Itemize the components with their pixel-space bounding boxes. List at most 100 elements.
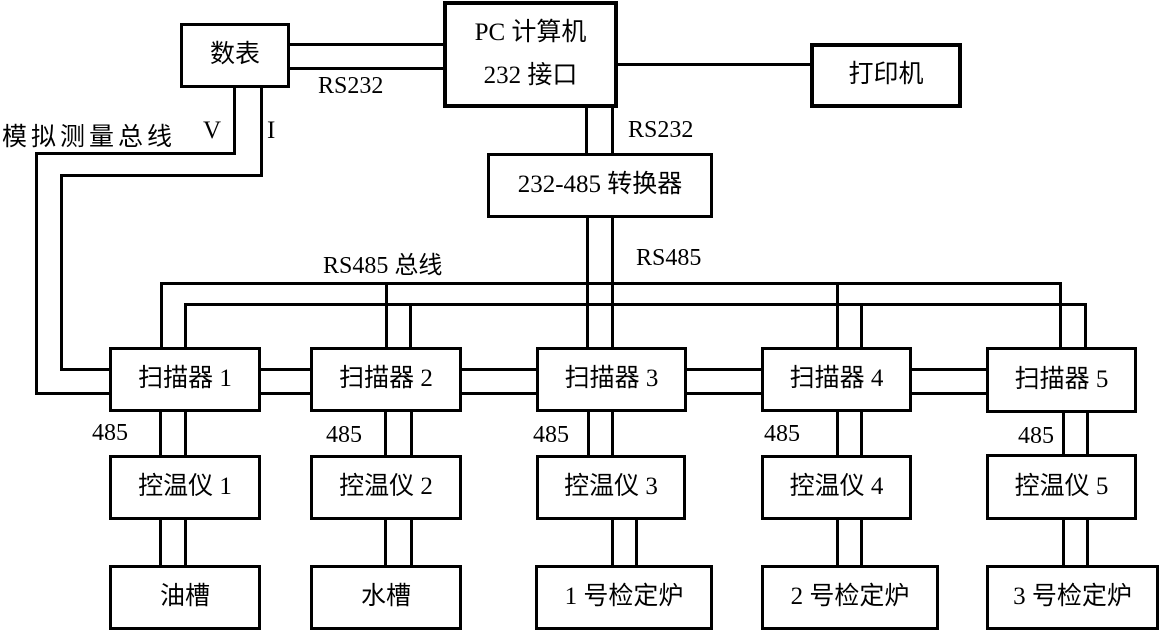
controller-5-box: 控温仪 5: [986, 454, 1137, 520]
scanner-5-label: 扫描器 5: [1014, 365, 1109, 393]
wire-s1-k1-left: [159, 412, 162, 455]
bus-drop-scanner5-right: [1084, 303, 1087, 348]
controller-5-label: 控温仪 5: [1014, 472, 1109, 500]
furnace-2-box: 2 号检定炉: [761, 565, 939, 630]
wire-k5-load-right: [1086, 520, 1089, 565]
controller-1-label: 控温仪 1: [138, 473, 232, 501]
port485-label-4: 485: [764, 421, 800, 447]
wire-k2-load-right: [410, 520, 413, 565]
rs485-label: RS485: [636, 245, 702, 271]
wire-s3-k3-right: [611, 412, 614, 455]
pc-label-line2: 232 接口: [483, 61, 578, 89]
wire-k1-load-left: [159, 520, 162, 565]
wire-pc-converter-right: [611, 108, 614, 153]
wire-s1-k1-right: [184, 412, 187, 455]
analog-i-vertical: [60, 174, 63, 371]
scanner-2-box: 扫描器 2: [310, 347, 462, 412]
bus-drop-scanner4-right: [860, 303, 863, 348]
chain-s1-s2-lower: [258, 392, 313, 395]
rs232-mid-label: RS232: [628, 117, 694, 143]
chain-s1-s2-upper: [258, 368, 313, 371]
analog-v-vertical: [35, 152, 38, 395]
wire-s4-k4-left: [836, 412, 839, 455]
rs485-bus-line-upper: [160, 282, 1062, 285]
meter-box: 数表: [180, 23, 290, 88]
wire-k1-load-right: [184, 520, 187, 565]
wire-s2-k2-left: [384, 412, 387, 455]
wire-meter-pc-lower: [290, 67, 443, 70]
current-label: I: [267, 117, 276, 144]
oil-bath-box: 油槽: [109, 565, 261, 630]
chain-s4-s5-upper: [909, 368, 989, 371]
wire-s5-k5-right: [1086, 412, 1089, 455]
analog-i-into-scanner1: [60, 368, 112, 371]
printer-box: 打印机: [810, 43, 962, 108]
scanner-4-label: 扫描器 4: [789, 365, 884, 393]
scanner-5-box: 扫描器 5: [986, 347, 1137, 413]
scanner-1-label: 扫描器 1: [138, 365, 232, 393]
furnace-3-label: 3 号检定炉: [1013, 583, 1132, 611]
scanner-4-box: 扫描器 4: [761, 347, 912, 412]
scanner-3-label: 扫描器 3: [564, 365, 659, 393]
wire-s4-k4-right: [860, 412, 863, 455]
pc-box: PC 计算机 232 接口: [443, 1, 618, 108]
wire-k3-load-right: [635, 520, 638, 565]
controller-4-label: 控温仪 4: [789, 473, 884, 501]
port485-label-3: 485: [533, 422, 569, 448]
analog-bus-label: 模拟测量总线: [2, 124, 177, 151]
analog-v-horizontal: [35, 152, 236, 155]
port485-label-2: 485: [326, 422, 362, 448]
voltage-label: V: [203, 117, 222, 144]
scanner-3-box: 扫描器 3: [536, 347, 687, 412]
controller-3-label: 控温仪 3: [564, 473, 658, 501]
pc-label-line1: PC 计算机: [474, 18, 587, 46]
furnace-1-label: 1 号检定炉: [564, 583, 684, 611]
bus-drop-scanner2-left: [385, 282, 388, 348]
wire-s3-k3-left: [587, 412, 590, 455]
controller-2-label: 控温仪 2: [339, 473, 433, 501]
controller-3-box: 控温仪 3: [536, 455, 686, 520]
controller-1-box: 控温仪 1: [109, 455, 261, 520]
rs232-top-label: RS232: [318, 73, 384, 99]
chain-s3-s4-upper: [684, 368, 764, 371]
rs485-bus-label: RS485 总线: [323, 253, 443, 279]
analog-v-drop: [233, 88, 236, 155]
wire-k4-load-left: [836, 520, 839, 565]
furnace-2-label: 2 号检定炉: [790, 583, 910, 611]
scanner-1-box: 扫描器 1: [109, 347, 261, 412]
port485-label-5: 485: [1018, 423, 1054, 449]
wire-k2-load-left: [384, 520, 387, 565]
converter-label: 232-485 转换器: [517, 171, 683, 199]
wire-k5-load-left: [1062, 520, 1065, 565]
chain-s2-s3-upper: [459, 368, 539, 371]
wire-pc-converter-left: [585, 108, 588, 153]
printer-label: 打印机: [848, 61, 924, 89]
bus-drop-scanner1-left: [160, 282, 163, 348]
port485-label-1: 485: [92, 420, 128, 446]
bus-drop-scanner5-left: [1059, 282, 1062, 348]
chain-s4-s5-lower: [909, 392, 989, 395]
chain-s3-s4-lower: [684, 392, 764, 395]
wire-s2-k2-right: [410, 412, 413, 455]
chain-s2-s3-lower: [459, 392, 539, 395]
meter-label: 数表: [209, 41, 260, 69]
controller-2-box: 控温仪 2: [310, 455, 462, 520]
water-bath-box: 水槽: [310, 565, 462, 630]
analog-i-drop: [260, 88, 263, 177]
analog-v-into-scanner1: [35, 392, 112, 395]
water-bath-label: 水槽: [360, 583, 411, 611]
wire-s5-k5-left: [1062, 412, 1065, 455]
wire-k3-load-left: [611, 520, 614, 565]
scanner-2-label: 扫描器 2: [339, 365, 433, 393]
rs485-bus-line-lower: [184, 303, 1087, 306]
controller-4-box: 控温仪 4: [761, 455, 912, 520]
wire-meter-pc-upper: [290, 43, 443, 46]
analog-i-horizontal: [60, 174, 263, 177]
converter-box: 232-485 转换器: [487, 153, 713, 218]
furnace-3-box: 3 号检定炉: [986, 565, 1159, 630]
furnace-1-box: 1 号检定炉: [535, 565, 713, 630]
bus-drop-scanner2-right: [409, 303, 412, 348]
oil-bath-label: 油槽: [159, 583, 210, 611]
wire-pc-printer: [617, 63, 810, 66]
